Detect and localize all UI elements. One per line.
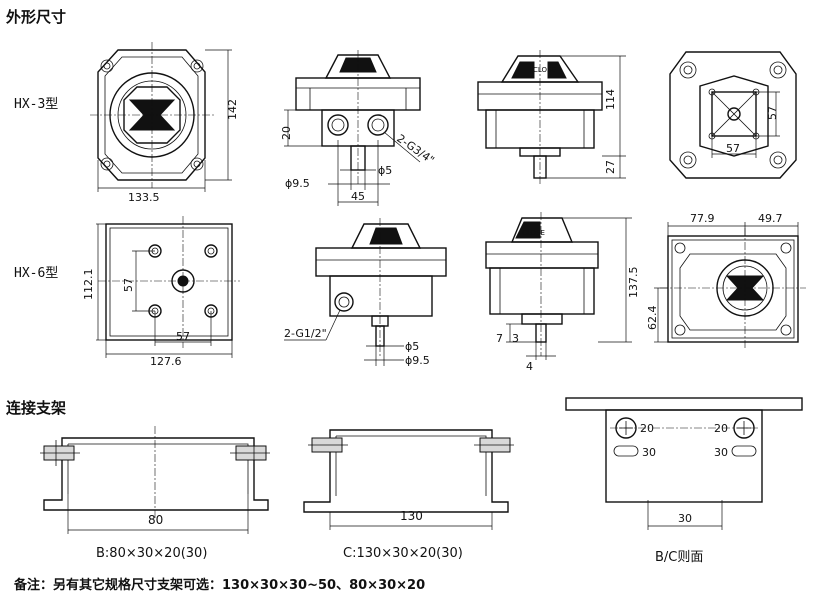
footnote: 备注：另有其它规格尺寸支架可选：130×30×30~50、80×30×20 [14,578,426,593]
close-mark-hx6: CLOSE [522,229,545,237]
dim-hx3-bottom-57v: 57 [766,106,779,120]
dim-hx6-width: 127.6 [150,355,182,368]
hx6-top-view [96,216,240,358]
row-label-hx3: HX-3型 [14,97,59,112]
outline-heading: 外形尺寸 [6,8,67,26]
hx3-bottom-view [669,51,797,179]
bracket-b-drawing [40,426,270,534]
caption-bracket-side: B/C则面 [655,550,704,565]
dim-hx6-779: 77.9 [690,212,715,225]
dim-hx3-thread: 2-G3/4" [394,132,436,167]
hx6-bottom-view [654,222,806,350]
row-label-hx6: HX-6型 [14,266,59,281]
bracket-heading: 连接支架 [6,399,67,417]
dim-hx6-57h: 57 [176,330,190,343]
dim-hx3-bottom-57h: 57 [726,142,740,155]
dim-hx6-497: 49.7 [758,212,783,225]
dim-hx6-3: 3 [512,332,519,345]
dim-hx6-phi95: ϕ9.5 [405,354,430,367]
dim-hx6-4: 4 [526,360,533,373]
hx3-side-view [477,50,626,185]
dim-side-20b: 20 [714,422,728,435]
dim-side-20a: 20 [640,422,654,435]
hx6-front-view [284,218,447,366]
dim-hx3-front-20: 20 [280,126,293,140]
dim-hx6-57v: 57 [122,278,135,292]
dim-side-30b: 30 [714,446,728,459]
dim-hx3-phi95: ϕ9.5 [285,177,310,190]
hx3-front-view [284,50,421,206]
dim-hx3-height: 142 [226,99,239,120]
dim-side-30a: 30 [642,446,656,459]
bracket-side-drawing [565,397,803,530]
caption-bracket-b: B:80×30×20(30) [96,546,208,561]
dim-hx6-thread: 2-G1/2" [284,327,327,340]
dim-hx6-phi5: ϕ5 [405,340,419,353]
dim-hx3-114: 114 [604,89,617,110]
dim-hx6-624: 62.4 [646,306,659,331]
hx6-side-view [485,212,632,360]
dim-hx6-7: 7 [496,332,503,345]
dim-side-30c: 30 [678,512,692,525]
dim-hx6-137: 137.5 [627,267,640,299]
hx3-top-view [90,42,232,192]
dim-hx6-height: 112.1 [82,269,95,301]
bracket-c-drawing [303,429,514,530]
dim-hx3-width: 133.5 [128,191,160,204]
dim-hx3-27: 27 [604,160,617,174]
close-mark-hx3: CLOSE [533,66,556,74]
dim-hx3-45: 45 [351,190,365,203]
dim-bracket-c-130: 130 [400,509,423,523]
caption-bracket-c: C:130×30×20(30) [343,546,463,561]
dim-hx3-phi5: ϕ5 [378,164,392,177]
dim-bracket-b-80: 80 [148,513,163,527]
